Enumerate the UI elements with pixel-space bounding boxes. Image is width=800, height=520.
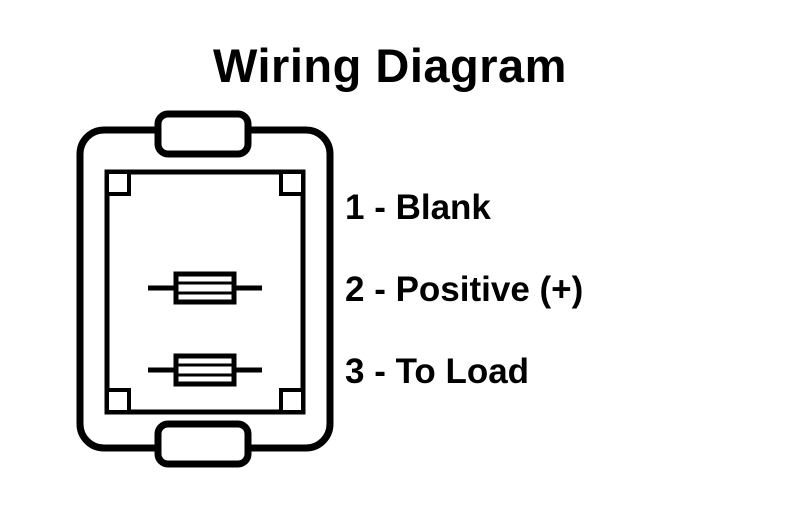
terminal-pin-2 <box>148 271 262 305</box>
page-title: Wiring Diagram <box>213 39 567 92</box>
corner-notch-bottom-left <box>105 388 131 414</box>
legend-item-2-positive: 2 - Positive (+) <box>345 270 584 309</box>
legend-item-3-to-load: 3 - To Load <box>345 352 530 391</box>
corner-notch-top-right <box>279 170 305 196</box>
terminal-pin-3 <box>148 353 262 387</box>
mounting-tab-top <box>154 110 252 158</box>
mounting-tab-bottom <box>154 420 252 468</box>
corner-notch-top-left <box>105 170 131 196</box>
legend-item-1-blank: 1 - Blank <box>345 188 491 227</box>
corner-notch-bottom-right <box>279 388 305 414</box>
